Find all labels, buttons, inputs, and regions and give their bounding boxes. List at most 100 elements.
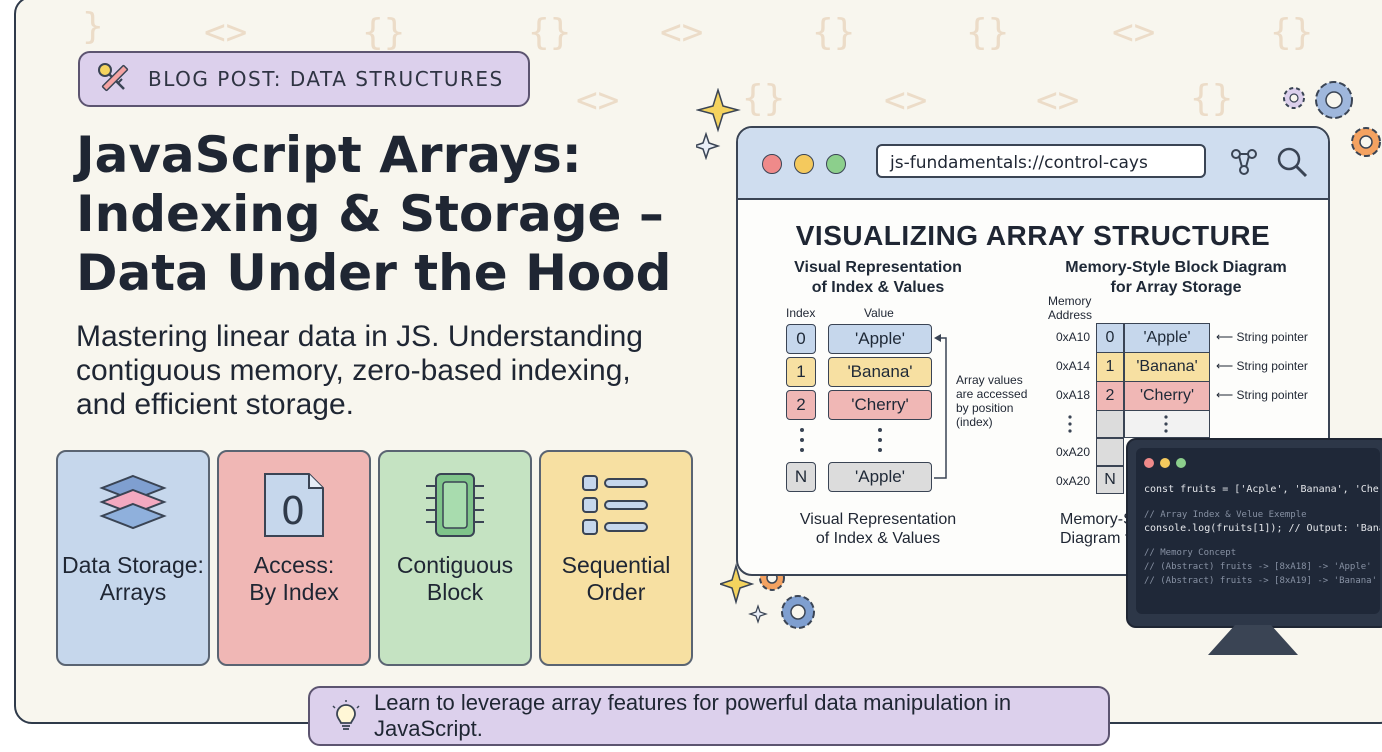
index-column-label: Index	[786, 306, 816, 320]
subtitle: Mastering linear data in JS. Understandi…	[76, 320, 643, 421]
code-screen: const fruits = ['Acple', 'Banana', 'Cher…	[1136, 448, 1380, 614]
url-input[interactable]: js-fundamentals://control-cays	[876, 144, 1206, 178]
arrow-left-icon: ⟵	[1216, 388, 1237, 402]
maximize-dot	[1176, 458, 1186, 468]
footer-line: Memory-S	[1060, 511, 1134, 528]
brace-decoration: }	[82, 6, 104, 47]
header-line: Visual Representation	[794, 259, 962, 276]
arrow-left-icon: ⟵	[1216, 330, 1237, 344]
memory-index-cell	[1096, 410, 1124, 438]
angle-decoration: <>	[576, 80, 620, 121]
title-line: JavaScript Arrays:	[76, 126, 582, 184]
card-label: Data Storage:	[62, 552, 204, 578]
pointer-label: ⟵ String pointer	[1216, 330, 1308, 344]
footer-line: Diagram f	[1060, 530, 1130, 547]
card-label: Sequential	[561, 552, 671, 578]
badge-label: BLOG POST: DATA STRUCTURES	[148, 67, 504, 91]
memory-index-cell: 1	[1096, 352, 1124, 382]
list-icon	[582, 475, 648, 535]
label-line: Address	[1048, 308, 1093, 322]
label-line: Memory	[1048, 294, 1092, 308]
card-label: Order	[586, 579, 646, 605]
header-line: of Index & Values	[811, 279, 945, 296]
note-line: Array values	[956, 373, 1023, 387]
brace-decoration: {}	[1190, 78, 1234, 119]
svg-text:0: 0	[281, 489, 305, 533]
card-label: Access:	[253, 552, 335, 578]
pointer-text: String pointer	[1236, 388, 1308, 402]
sparkle-icon	[696, 88, 741, 160]
memory-address: 0xA14	[1056, 359, 1091, 373]
code-monitor: const fruits = ['Acple', 'Banana', 'Cher…	[1126, 438, 1382, 628]
memory-address: 0xA10	[1056, 330, 1091, 344]
memory-index-cell: 0	[1096, 323, 1124, 353]
close-window-button[interactable]	[762, 154, 782, 174]
memory-address: 0xA20	[1056, 474, 1091, 488]
minimize-dot	[1160, 458, 1170, 468]
browser-toolbar: js-fundamentals://control-cays	[738, 128, 1328, 200]
memory-index-cell: N	[1096, 466, 1124, 494]
angle-decoration: <>	[660, 12, 704, 53]
lightbulb-icon	[332, 700, 360, 730]
gears-sparkle-icon	[720, 563, 815, 629]
cta-text: Learn to leverage array features for pow…	[374, 690, 1012, 741]
memory-value-cell: 'Cherry'	[1124, 381, 1210, 411]
header-line: Memory-Style Block Diagram	[1065, 259, 1287, 276]
card-label: Arrays	[99, 579, 167, 605]
footer-line: Visual Representation	[799, 511, 957, 528]
brace-decoration: {}	[966, 12, 1010, 53]
memory-value-cell: 'Banana'	[1124, 352, 1210, 382]
brace-decoration: {}	[1270, 12, 1314, 53]
memory-index-cell: 2	[1096, 381, 1124, 411]
memory-address: 0xA18	[1056, 388, 1091, 402]
chip-icon	[426, 473, 484, 537]
memory-value-cell: 'Apple'	[1124, 323, 1210, 353]
search-icon[interactable]	[1274, 144, 1310, 180]
card-label: Block	[426, 579, 484, 605]
pointer-text: String pointer	[1236, 330, 1308, 344]
card-label: Contiguous	[396, 552, 514, 578]
code-comment: // Memory Concept	[1144, 548, 1237, 558]
header-line: for Array Storage	[1110, 279, 1242, 296]
memory-address-label: Memory Address	[1048, 294, 1092, 322]
code-comment: // (Abstract) fruits -> [8xA19] -> 'Bana…	[1144, 576, 1377, 586]
pointer-label: ⟵ String pointer	[1216, 359, 1308, 373]
pointer-text: String pointer	[1236, 359, 1308, 373]
memory-address: 0xA20	[1056, 445, 1091, 459]
title-line: Indexing & Storage –	[76, 185, 664, 243]
value-cell: 'Banana'	[828, 357, 932, 387]
index-cell: N	[786, 462, 816, 492]
index-cell: 2	[786, 390, 816, 420]
card-data-storage: Data Storage:Arrays	[56, 450, 210, 666]
index-cell: 0	[786, 324, 816, 354]
note-line: are accessed	[956, 387, 1028, 401]
call-to-action: Learn to leverage array features for pow…	[308, 686, 1110, 746]
index-cell: 1	[786, 357, 816, 387]
access-arrow	[934, 334, 947, 479]
angle-decoration: <>	[204, 12, 248, 53]
gears-icon	[1283, 81, 1381, 157]
code-line: const fruits = ['Acple', 'Banana', 'Cher…	[1144, 484, 1380, 495]
page-title: JavaScript Arrays: Indexing & Storage – …	[76, 126, 671, 303]
pencil-key-icon	[98, 63, 129, 92]
footer-line: of Index & Values	[815, 530, 941, 547]
network-icon[interactable]	[1226, 144, 1262, 180]
access-note: Array values are accessed by position (i…	[956, 373, 1036, 429]
title-line: Data Under the Hood	[76, 244, 672, 302]
code-line: console.log(fruits[1]); // Output: 'Bana…	[1144, 523, 1380, 534]
minimize-window-button[interactable]	[794, 154, 814, 174]
maximize-window-button[interactable]	[826, 154, 846, 174]
angle-decoration: <>	[884, 80, 928, 121]
note-line: (index)	[956, 415, 993, 429]
card-label: By Index	[249, 579, 339, 605]
arrow-left-icon: ⟵	[1216, 359, 1237, 373]
close-dot	[1144, 458, 1154, 468]
value-cell: 'Cherry'	[828, 390, 932, 420]
memory-index-cell	[1096, 438, 1124, 466]
value-cell: 'Apple'	[828, 462, 932, 492]
angle-decoration: <>	[1112, 12, 1156, 53]
pointer-label: ⟵ String pointer	[1216, 388, 1308, 402]
value-cell: 'Apple'	[828, 324, 932, 354]
